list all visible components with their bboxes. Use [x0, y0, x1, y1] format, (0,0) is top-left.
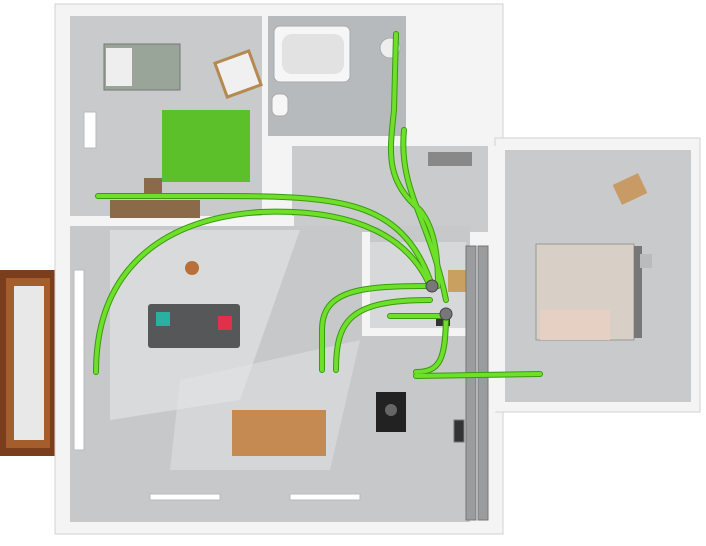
chair	[144, 178, 162, 194]
duct-connectors	[425, 279, 453, 321]
window-bottom	[289, 493, 361, 501]
armchair	[213, 49, 263, 99]
toilet	[271, 93, 289, 117]
vertical-ducts	[453, 245, 489, 521]
window-bottom	[149, 493, 221, 501]
side-table	[185, 261, 199, 275]
green-rug	[162, 110, 250, 182]
cushion-teal	[156, 312, 170, 326]
wardrobe	[428, 152, 472, 166]
bed-blanket	[540, 310, 610, 340]
armchair-2	[612, 173, 648, 205]
headboard	[634, 246, 642, 338]
sofa	[148, 304, 240, 348]
interior-walls	[62, 10, 496, 412]
desk	[110, 200, 200, 218]
window-left	[73, 269, 85, 451]
stove-burner	[385, 404, 397, 416]
window	[83, 111, 97, 149]
balcony	[0, 270, 56, 456]
bathtub-inner	[282, 34, 344, 74]
pillow	[106, 48, 132, 86]
nightstand	[640, 254, 652, 268]
dining-table	[232, 410, 326, 456]
cushion-red	[218, 316, 232, 330]
